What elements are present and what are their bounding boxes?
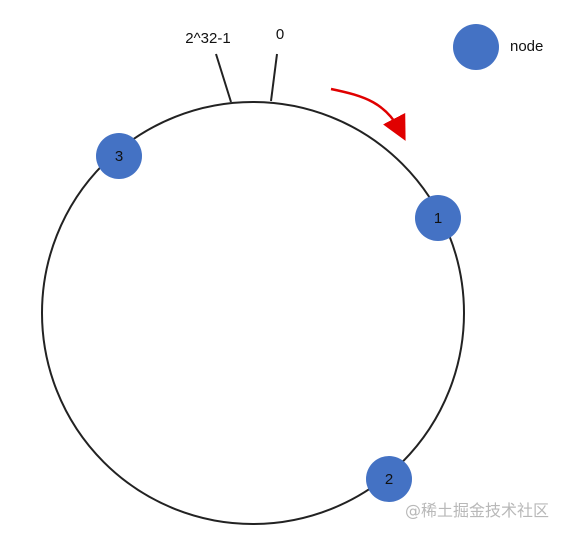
node-2-circle <box>366 456 412 502</box>
node-3-circle <box>96 133 142 179</box>
node-1: 1 <box>415 195 461 241</box>
ring-max-tick <box>215 53 232 103</box>
legend: node <box>453 24 543 70</box>
legend-node-swatch <box>453 24 499 70</box>
hash-ring <box>41 101 465 525</box>
ring-zero-tick <box>270 53 278 102</box>
node-1-circle <box>415 195 461 241</box>
watermark: @稀土掘金技术社区 <box>405 501 549 520</box>
legend-label: node <box>510 38 543 55</box>
ring-zero-label: 0 <box>276 26 284 43</box>
ring-max-label: 2^32-1 <box>185 30 230 47</box>
clockwise-arrow <box>330 87 406 141</box>
node-2-label: 2 <box>385 471 393 488</box>
node-3-label: 3 <box>115 148 123 165</box>
node-1-label: 1 <box>434 210 442 227</box>
node-2: 2 <box>366 456 412 502</box>
node-3: 3 <box>96 133 142 179</box>
